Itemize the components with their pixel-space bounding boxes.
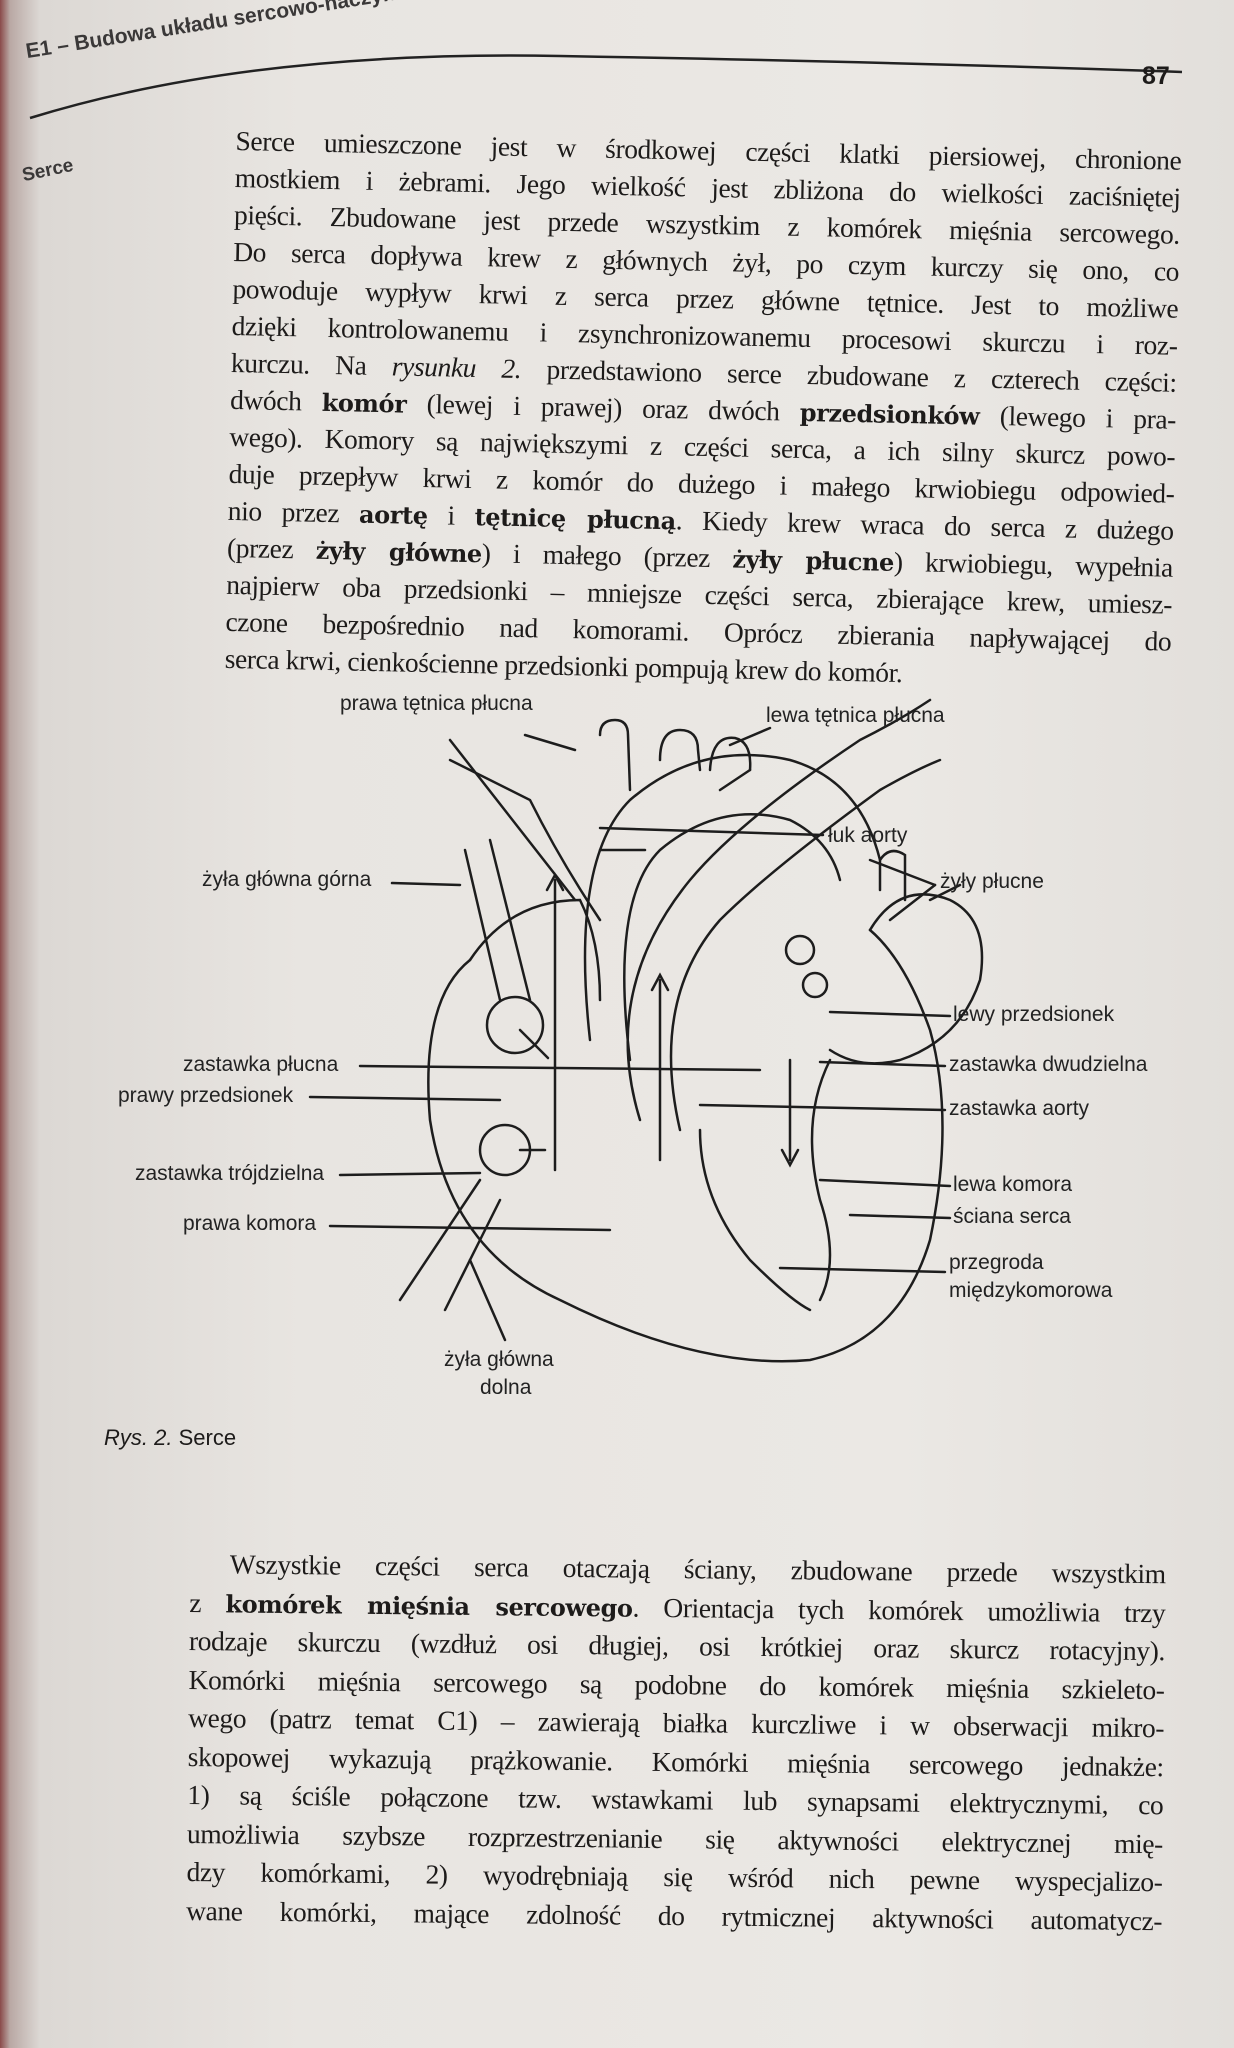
header-rule bbox=[29, 54, 1183, 120]
text-run: Komórki mięśnia sercowego są podobne do … bbox=[188, 1663, 1165, 1705]
bold-term: komór bbox=[321, 387, 407, 419]
text-run: wego (patrz temat C1) – zawierają białka… bbox=[188, 1701, 1165, 1744]
heart-diagram bbox=[308, 698, 984, 1363]
label-sciana-serca: ściana serca bbox=[953, 1205, 1071, 1228]
label-luk-aorty: łuk aorty bbox=[828, 824, 908, 847]
text-run: z bbox=[189, 1586, 226, 1618]
text-run: Wszystkie części serca otaczają ściany, … bbox=[229, 1548, 1166, 1590]
text-run: rodzaje skurczu (wzdłuż osi długiej, osi… bbox=[188, 1624, 1166, 1667]
label-zastawka-dwudzielna: zastawka dwudzielna bbox=[949, 1053, 1148, 1076]
bold-term: żyły płucne bbox=[732, 544, 895, 577]
text-run: dwóch bbox=[229, 383, 323, 417]
label-lewy-przedsionek: lewy przedsionek bbox=[953, 1003, 1115, 1026]
caption-text: Serce bbox=[172, 1425, 237, 1450]
label-zastawka-aorty: zastawka aorty bbox=[949, 1097, 1090, 1120]
label-zastawka-trojdzielna: zastawka trójdzielna bbox=[135, 1162, 325, 1185]
aortic-arch bbox=[583, 753, 882, 1042]
text-run: (lewej i prawej) oraz dwóch bbox=[406, 387, 801, 427]
bold-term: aortę bbox=[358, 499, 428, 531]
label-lewa-komora: lewa komora bbox=[953, 1173, 1073, 1196]
text-run: 1) są ściśle połączone tzw. wstawkami lu… bbox=[187, 1778, 1164, 1821]
heart-outline bbox=[427, 928, 944, 1363]
label-zyla-glowna-dolna-line1: żyła główna bbox=[444, 1348, 554, 1371]
label-lewa-tetnica-plucna: lewa tętnica płucna bbox=[766, 704, 945, 727]
bold-term: przedsionków bbox=[799, 397, 980, 431]
label-prawa-komora: prawa komora bbox=[183, 1212, 317, 1235]
text-run: . Orientacja tych komórek umożliwia trzy bbox=[632, 1591, 1166, 1628]
label-przegroda-line1: przegroda bbox=[949, 1251, 1044, 1274]
text-run: kurczu. Na bbox=[230, 346, 393, 382]
caption-prefix: Rys. 2. bbox=[104, 1425, 173, 1450]
text-run: i bbox=[427, 499, 476, 532]
italic-reference: rysunku 2. bbox=[391, 350, 522, 385]
text-run: ) i małego (przez bbox=[481, 537, 733, 574]
bold-term: żyły główne bbox=[315, 535, 483, 569]
bold-term: komórek mięśnia sercowego bbox=[225, 1588, 633, 1623]
text-run: wane komórki, mające zdolność do rytmicz… bbox=[186, 1894, 1163, 1936]
text-run: nio przez bbox=[227, 494, 360, 529]
label-zyly-plucne: żyły płucne bbox=[940, 870, 1044, 893]
text-run: ) krwiobiegu, wypełnia bbox=[893, 545, 1174, 583]
body-paragraph-2: Wszystkie części serca otaczają ściany, … bbox=[186, 1545, 1166, 1940]
text-run: (lewego i pra- bbox=[979, 399, 1177, 435]
text-run: dzy komórkami, 2) wyodrębniają się wśród… bbox=[186, 1855, 1163, 1898]
body-paragraph-1: Serce umieszczone jest w środkowej częśc… bbox=[224, 122, 1181, 697]
label-zyla-glowna-dolna-line2: dolna bbox=[480, 1376, 532, 1399]
figure-caption: Rys. 2. Serce bbox=[104, 1425, 236, 1451]
text-run: (przez bbox=[226, 531, 317, 565]
septum bbox=[698, 1128, 812, 1312]
text-run: skopowej wykazują prążkowanie. Komórki m… bbox=[187, 1740, 1164, 1782]
label-prawa-tetnica-plucna: prawa tętnica płucna bbox=[340, 692, 533, 715]
label-zyla-glowna-gorna: żyła główna górna bbox=[202, 868, 372, 891]
label-przegroda-line2: międzykomorowa bbox=[949, 1279, 1113, 1302]
label-zastawka-plucna: zastawka płucna bbox=[183, 1053, 339, 1076]
label-prawy-przedsionek: prawy przedsionek bbox=[118, 1084, 294, 1107]
bold-term: tętnicę płucną bbox=[474, 502, 677, 536]
page-number: 87 bbox=[1142, 62, 1170, 90]
text-run: umożliwia szybsze rozprzestrzenianie się… bbox=[186, 1817, 1164, 1859]
right-atrium bbox=[468, 898, 602, 1002]
